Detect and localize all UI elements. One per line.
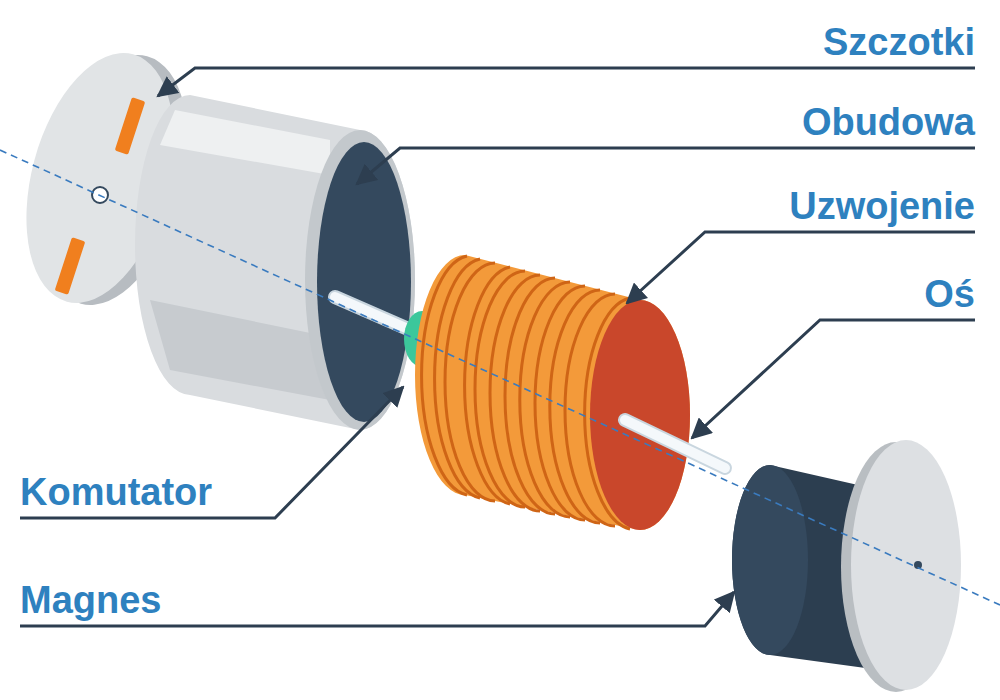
winding-end-face [590,300,690,530]
housing-highlight [160,110,330,175]
axle [625,420,725,468]
housing-rim [305,130,415,430]
part-label: Oś [924,274,975,316]
magnet [732,440,961,692]
housing-body [135,95,415,430]
leader-line [692,320,975,438]
housing-interior [317,142,411,422]
winding-body [415,255,690,530]
brush [55,237,86,295]
part-label: Komutator [20,472,212,514]
part-label: Szczotki [823,22,975,64]
leader-line [158,68,975,96]
part-label: Obudowa [802,102,975,144]
magnet-disc [851,440,961,690]
brush [115,97,146,155]
part-label: Uzwojenie [789,186,975,228]
leader-line [357,148,975,184]
housing-shade [150,300,330,400]
housing [135,95,415,430]
magnet-face [732,465,808,655]
leader-lines [20,68,975,626]
axis-line [0,150,1000,605]
axle [625,420,725,468]
winding [415,255,690,530]
part-label: Magnes [20,580,161,622]
leader-line [627,232,975,303]
leader-line [20,387,403,518]
